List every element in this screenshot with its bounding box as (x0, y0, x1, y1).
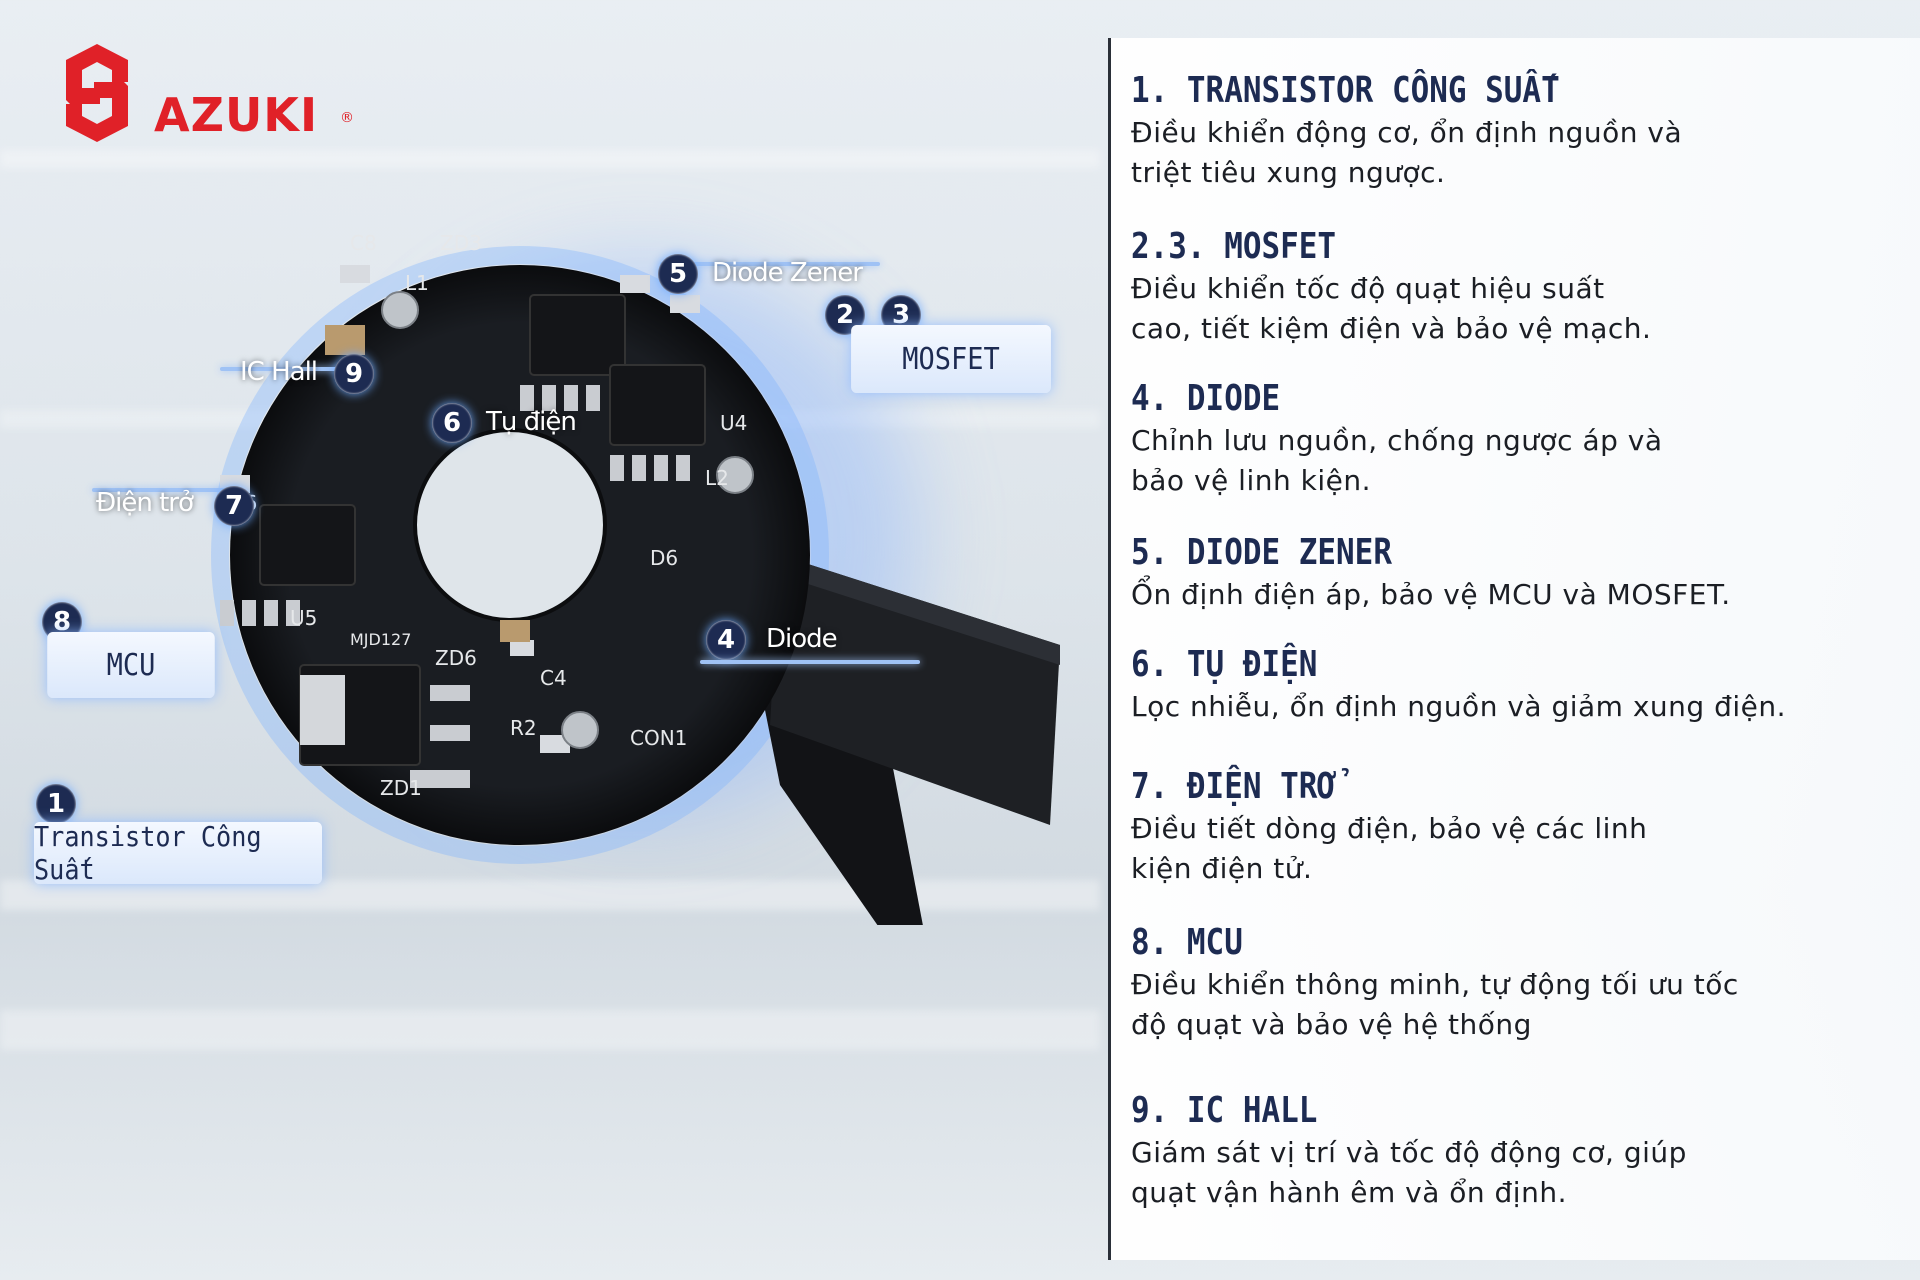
diode-callout-bar (700, 660, 920, 664)
component-description: Giám sát vị trí và tốc độ động cơ, giúp … (1131, 1133, 1901, 1213)
component-item-dien-tro: 7. ĐIỆN TRỞ Điều tiết dòng điện, bảo vệ … (1131, 766, 1901, 889)
component-item-diode-zener: 5. DIODE ZENER Ổn định điện áp, bảo vệ M… (1131, 532, 1901, 615)
component-title: 8. MCU (1131, 922, 1243, 963)
callout-number-1: 1 (36, 784, 76, 824)
description-line: Điều tiết dòng điện, bảo vệ các linh (1131, 812, 1648, 845)
component-title: 5. DIODE ZENER (1131, 532, 1392, 573)
callout-number-4: 4 (706, 620, 746, 660)
svg-text:ZD1: ZD1 (380, 776, 422, 800)
component-description: Điều tiết dòng điện, bảo vệ các linh kiệ… (1131, 809, 1901, 889)
callout-label-transistor: Transistor Công Suất (34, 820, 262, 886)
description-line: Chỉnh lưu nguồn, chống ngược áp và (1131, 424, 1663, 457)
svg-text:C8: C8 (350, 231, 377, 255)
component-title: 6. TỤ ĐIỆN (1131, 644, 1318, 685)
svg-text:ZD3: ZD3 (440, 231, 482, 255)
callout-label-ic-hall: IC Hall (240, 357, 318, 387)
component-title: 2.3. MOSFET (1131, 226, 1337, 267)
description-line: cao, tiết kiệm điện và bảo vệ mạch. (1131, 312, 1652, 345)
description-line: Lọc nhiễu, ổn định nguồn và giảm xung đi… (1131, 690, 1787, 723)
diode-zener-callout-bar (660, 262, 880, 266)
svg-text:ZD6: ZD6 (435, 646, 477, 670)
component-title: 9. IC HALL (1131, 1090, 1318, 1131)
component-item-tu-dien: 6. TỤ ĐIỆN Lọc nhiễu, ổn định nguồn và g… (1131, 644, 1901, 727)
svg-text:L2: L2 (705, 466, 729, 490)
callout-label-diode-zener: Diode Zener (712, 258, 863, 288)
component-title: 7. ĐIỆN TRỞ (1131, 766, 1337, 807)
callout-box-mcu: MCU (47, 632, 215, 698)
callout-label-dien-tro: Điện trở (96, 488, 194, 518)
component-title: 1. TRANSISTOR CÔNG SUẤT (1131, 70, 1560, 111)
description-line: kiện điện tử. (1131, 852, 1313, 885)
callout-box-mosfet: MOSFET (851, 325, 1051, 393)
brand-logo: AZUKI ® (42, 38, 354, 148)
description-line: triệt tiêu xung ngược. (1131, 156, 1446, 189)
callout-number-9: 9 (334, 354, 374, 394)
registered-mark: ® (340, 110, 354, 126)
callout-box-transistor: Transistor Công Suất (34, 820, 322, 886)
description-line: Giám sát vị trí và tốc độ động cơ, giúp (1131, 1136, 1687, 1169)
component-description: Ổn định điện áp, bảo vệ MCU và MOSFET. (1131, 575, 1901, 615)
description-line: Điều khiển thông minh, tự động tối ưu tố… (1131, 968, 1739, 1001)
description-line: Điều khiển động cơ, ổn định nguồn và (1131, 116, 1683, 149)
svg-text:U5: U5 (290, 606, 317, 630)
svg-text:U4: U4 (720, 411, 747, 435)
description-line: Điều khiển tốc độ quạt hiệu suất (1131, 272, 1605, 305)
component-description: Điều khiển thông minh, tự động tối ưu tố… (1131, 965, 1901, 1045)
component-title: 4. DIODE (1131, 378, 1281, 419)
component-item-ic-hall: 9. IC HALL Giám sát vị trí và tốc độ độn… (1131, 1090, 1901, 1213)
callout-label-diode: Diode (766, 624, 838, 654)
callout-number-6: 6 (432, 403, 472, 443)
brand-logo-mark-icon (66, 44, 128, 142)
dien-tro-callout-bar (92, 488, 242, 492)
ic-hall-callout-bar (220, 367, 370, 371)
component-description: Chỉnh lưu nguồn, chống ngược áp và bảo v… (1131, 421, 1901, 501)
svg-text:L1: L1 (405, 271, 429, 295)
component-list-panel: 1. TRANSISTOR CÔNG SUẤT Điều khiển động … (1108, 38, 1920, 1260)
component-item-mosfet: 2.3. MOSFET Điều khiển tốc độ quạt hiệu … (1131, 226, 1901, 349)
description-line: độ quạt và bảo vệ hệ thống (1131, 1008, 1532, 1041)
svg-text:D6: D6 (650, 546, 678, 570)
brand-name: AZUKI (154, 88, 319, 142)
component-item-transistor: 1. TRANSISTOR CÔNG SUẤT Điều khiển động … (1131, 70, 1901, 193)
component-description: Điều khiển động cơ, ổn định nguồn và tri… (1131, 113, 1901, 193)
component-item-diode: 4. DIODE Chỉnh lưu nguồn, chống ngược áp… (1131, 378, 1901, 501)
callout-label-mosfet: MOSFET (902, 341, 1000, 377)
callout-number-5: 5 (658, 254, 698, 294)
callout-label-tu-dien: Tụ điện (486, 407, 577, 437)
callout-number-7: 7 (214, 486, 254, 526)
component-description: Điều khiển tốc độ quạt hiệu suất cao, ti… (1131, 269, 1901, 349)
component-description: Lọc nhiễu, ổn định nguồn và giảm xung đi… (1131, 687, 1901, 727)
description-line: quạt vận hành êm và ổn định. (1131, 1176, 1567, 1209)
callout-label-mcu: MCU (106, 647, 156, 683)
component-item-mcu: 8. MCU Điều khiển thông minh, tự động tố… (1131, 922, 1901, 1045)
svg-text:CON1: CON1 (630, 726, 687, 750)
description-line: Ổn định điện áp, bảo vệ MCU và MOSFET. (1131, 578, 1731, 611)
description-line: bảo vệ linh kiện. (1131, 464, 1371, 497)
svg-text:C4: C4 (540, 666, 567, 690)
svg-text:MJD127: MJD127 (350, 630, 411, 649)
svg-text:R2: R2 (510, 716, 537, 740)
